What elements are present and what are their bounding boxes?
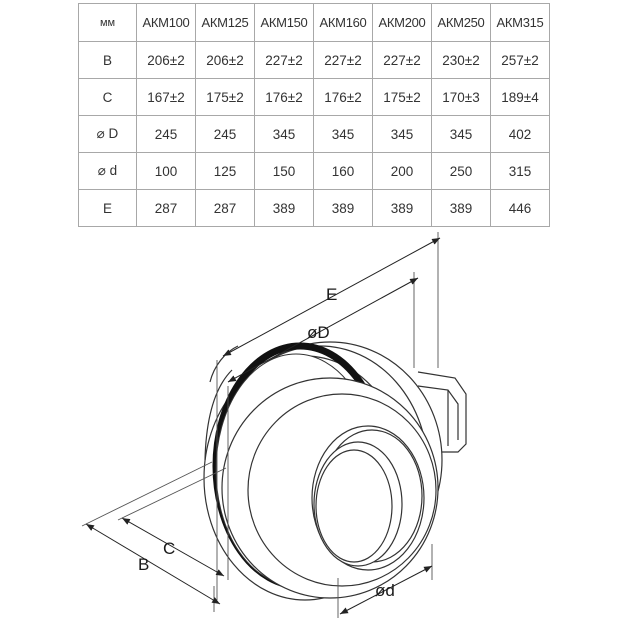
- row-label: B: [78, 41, 137, 79]
- label-C: C: [163, 539, 175, 558]
- dimension-table: мм АКМ100 АКМ125 АКМ150 АКМ160 АКМ200 АК…: [78, 3, 550, 227]
- table-header-row: мм АКМ100 АКМ125 АКМ150 АКМ160 АКМ200 АК…: [78, 3, 550, 42]
- label-B: B: [138, 555, 149, 574]
- model-header: АКМ315: [490, 3, 550, 42]
- table-cell: 125: [195, 152, 255, 190]
- row-label: E: [78, 189, 137, 227]
- table-cell: 176±2: [313, 78, 373, 116]
- table-row: C 167±2 175±2 176±2 176±2 175±2 170±3 18…: [78, 78, 550, 116]
- table-cell: 345: [313, 115, 373, 153]
- table-cell: 446: [490, 189, 550, 227]
- table-cell: 175±2: [195, 78, 255, 116]
- table-cell: 175±2: [372, 78, 432, 116]
- table-cell: 287: [136, 189, 196, 227]
- label-E: E: [326, 285, 337, 304]
- table-cell: 167±2: [136, 78, 196, 116]
- terminal-box: [417, 371, 467, 453]
- table-cell: 315: [490, 152, 550, 190]
- table-cell: 389: [372, 189, 432, 227]
- table-cell: 189±4: [490, 78, 550, 116]
- table-cell: 150: [254, 152, 314, 190]
- dimension-lines: [85, 237, 441, 615]
- table-cell: 170±3: [431, 78, 491, 116]
- table-cell: 257±2: [490, 41, 550, 79]
- table-cell: 206±2: [136, 41, 196, 79]
- table-cell: 389: [254, 189, 314, 227]
- table-cell: 227±2: [254, 41, 314, 79]
- table-cell: 227±2: [372, 41, 432, 79]
- table-row: ⌀ d 100 125 150 160 200 250 315: [78, 152, 550, 190]
- model-header: АКМ250: [431, 3, 491, 42]
- dim-line-B: [85, 523, 221, 605]
- table-row: E 287 287 389 389 389 389 446: [78, 189, 550, 227]
- dim-line-d: [339, 565, 433, 615]
- dim-line-D: [227, 277, 419, 383]
- unit-cell: мм: [78, 3, 137, 42]
- table-cell: 287: [195, 189, 255, 227]
- table-cell: 200: [372, 152, 432, 190]
- table-cell: 345: [254, 115, 314, 153]
- table-cell: 345: [372, 115, 432, 153]
- model-header: АКМ150: [254, 3, 314, 42]
- inlet-collar: [311, 425, 425, 571]
- table-row: ⌀ D 245 245 345 345 345 345 402: [78, 115, 550, 153]
- label-d: ød: [375, 581, 395, 600]
- table-cell: 245: [195, 115, 255, 153]
- label-D: øD: [307, 323, 330, 342]
- model-header: АКМ100: [136, 3, 196, 42]
- table-cell: 389: [431, 189, 491, 227]
